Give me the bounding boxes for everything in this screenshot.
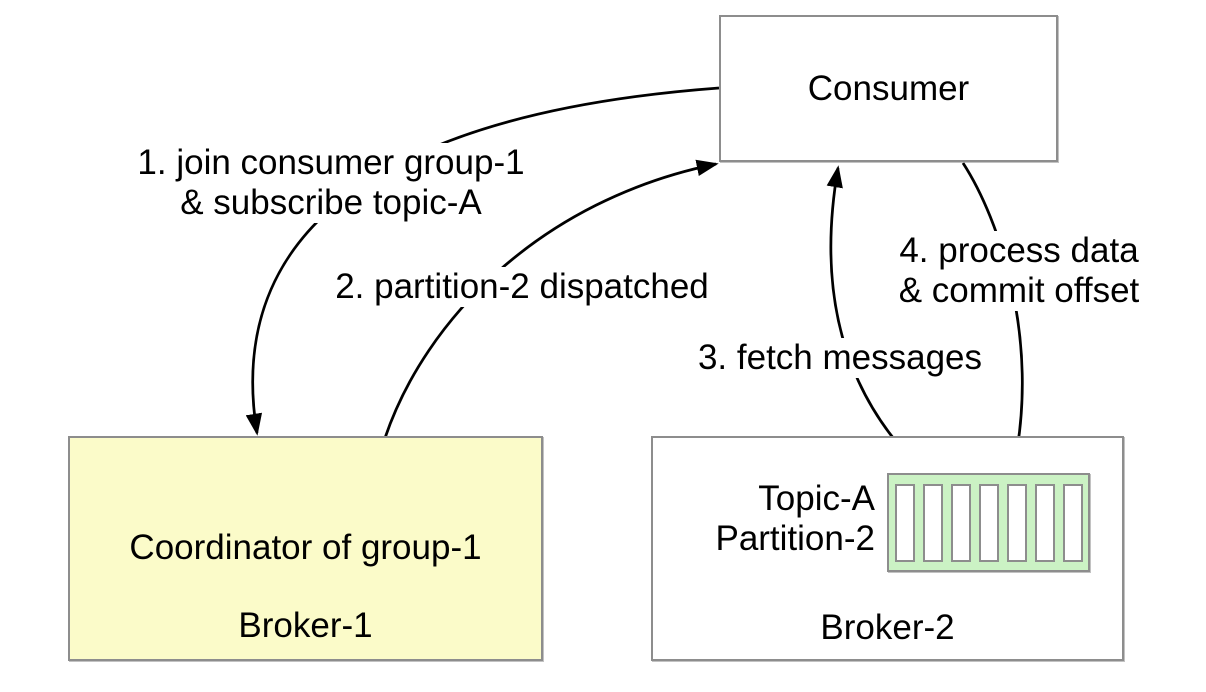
- consumer-title: Consumer: [807, 68, 970, 108]
- broker2-name: Broker-2: [820, 608, 955, 647]
- step-label-2: 2. partition-2 dispatched: [312, 267, 732, 307]
- partition-caption: Topic-A Partition-2: [715, 479, 875, 558]
- step-label-4: 4. process data & commit offset: [879, 231, 1159, 311]
- partition-segment: [922, 483, 943, 562]
- partition-segment: [950, 483, 971, 562]
- step-label-1: 1. join consumer group-1 & subscribe top…: [131, 143, 531, 223]
- arrow-4-commit-offset: [961, 162, 1026, 469]
- arrow-1-join-group: [245, 86, 720, 436]
- broker2-box: Topic-A Partition-2 Broker-2: [651, 436, 1124, 661]
- partition-segment: [894, 483, 915, 562]
- consumer-box: Consumer: [719, 15, 1058, 162]
- partition-box: [887, 473, 1090, 572]
- step-label-3: 3. fetch messages: [680, 338, 1000, 378]
- partition-segment: [1034, 483, 1055, 562]
- partition-segments: [889, 475, 1088, 570]
- partition-segment: [978, 483, 999, 562]
- coordinator-box: Coordinator of group-1 Broker-1: [68, 436, 543, 661]
- arrow-3-fetch-messages: [826, 165, 924, 472]
- partition-segment: [1006, 483, 1027, 562]
- coordinator-title: Coordinator of group-1: [129, 528, 482, 567]
- partition-segment: [1062, 483, 1083, 562]
- coordinator-broker-name: Broker-1: [238, 606, 373, 645]
